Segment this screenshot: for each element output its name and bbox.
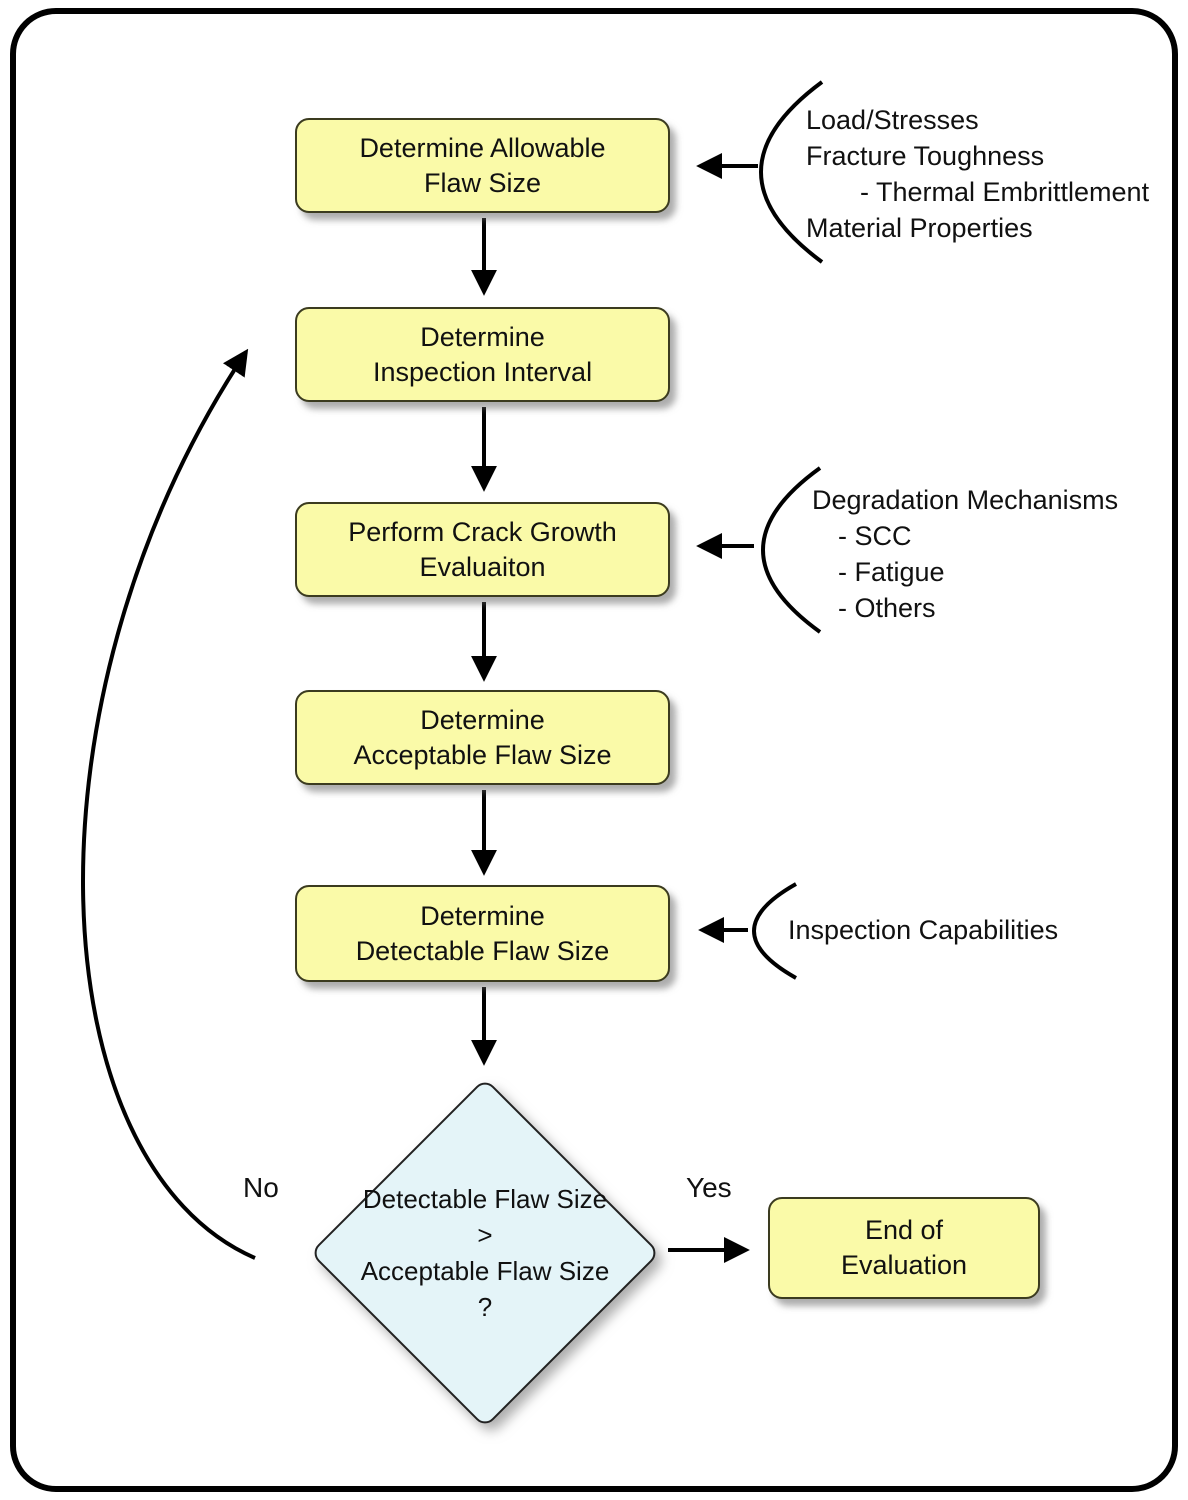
decision-label: Detectable Flaw Size > Acceptable Flaw S… [360, 1184, 610, 1322]
flow-box-label: Determine Detectable Flaw Size [355, 900, 610, 966]
paren-degradation [761, 466, 822, 634]
flow-box-determine-allowable-flaw-size: Determine Allowable Flaw Size [295, 118, 670, 213]
flow-box-determine-acceptable-flaw-size: Determine Acceptable Flaw Size [295, 690, 670, 785]
annotation-line: - Thermal Embrittlement [860, 177, 1150, 207]
annotation-line: - Others [838, 593, 936, 623]
decision-label-container: Detectable Flaw Size > Acceptable Flaw S… [305, 1148, 665, 1360]
annotation-load-stresses: Load/Stresses Fracture Toughness - Therm… [806, 102, 1149, 246]
annotation-line: - SCC [838, 521, 912, 551]
annotation-line: Material Properties [806, 213, 1033, 243]
paren-inspection [752, 882, 797, 980]
flow-box-determine-inspection-interval: Determine Inspection Interval [295, 307, 670, 402]
flow-box-label: Determine Inspection Interval [372, 321, 593, 387]
annotation-line: Degradation Mechanisms [812, 485, 1119, 515]
branch-label-no: No [243, 1172, 279, 1203]
flow-box-end-of-evaluation: End of Evaluation [768, 1197, 1040, 1299]
annotation-line: - Fatigue [838, 557, 945, 587]
paren-load-stresses [759, 80, 824, 264]
flow-box-label: Determine Acceptable Flaw Size [353, 704, 612, 770]
branch-label-yes: Yes [686, 1172, 732, 1203]
flow-box-determine-detectable-flaw-size: Determine Detectable Flaw Size [295, 885, 670, 982]
flow-box-perform-crack-growth-evaluation: Perform Crack Growth Evaluaiton [295, 502, 670, 597]
flow-box-label: Determine Allowable Flaw Size [359, 132, 606, 198]
annotation-inspection-capabilities: Inspection Capabilities [788, 912, 1058, 948]
flow-box-label: Perform Crack Growth Evaluaiton [348, 516, 617, 582]
annotation-line: Load/Stresses [806, 105, 979, 135]
arrow-no-loop-back [81, 348, 256, 1260]
annotation-degradation-mechanisms: Degradation Mechanisms - SCC - Fatigue -… [812, 482, 1118, 626]
flow-box-label: End of Evaluation [840, 1215, 968, 1280]
annotation-line: Inspection Capabilities [788, 915, 1059, 945]
annotation-line: Fracture Toughness [806, 141, 1045, 171]
